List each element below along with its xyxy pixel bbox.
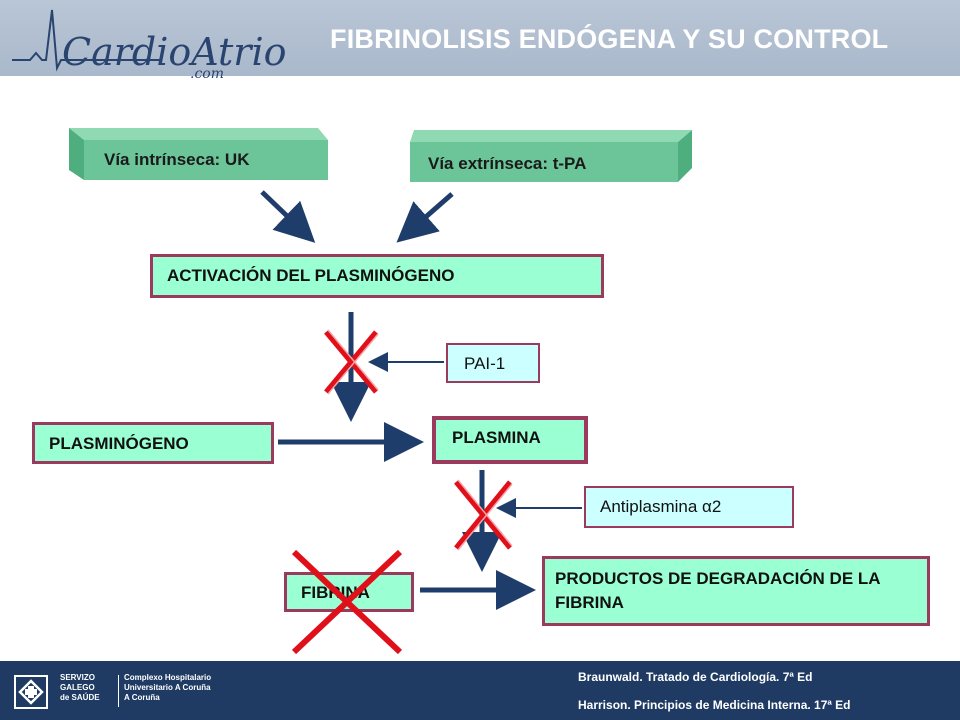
pai1-label: PAI-1 — [464, 354, 506, 373]
sergas-logo: SERVIZO GALEGO de SAÚDE Complexo Hospita… — [14, 673, 244, 713]
page-title: FIBRINOLISIS ENDÓGENA Y SU CONTROL — [330, 24, 889, 54]
hospital-line-3: A Coruña — [124, 693, 160, 702]
reference-harrison: Harrison. Principios de Medicina Interna… — [578, 698, 851, 712]
hospital-line-1: Complexo Hospitalario — [124, 673, 212, 682]
reference-braunwald: Braunwald. Tratado de Cardiología. 7ª Ed — [578, 670, 813, 684]
extrinsic-pathway-label: Vía extrínseca: t-PA — [428, 154, 587, 173]
fibrin-degradation-products-box: PRODUCTOS DE DEGRADACIÓN DE LA FIBRINA — [542, 556, 930, 626]
extrinsic-pathway-slab — [410, 130, 692, 182]
intrinsic-pathway-label: Vía intrínseca: UK — [104, 150, 250, 169]
logo-text: CardioAtrio — [62, 30, 287, 74]
plasminogen-activation-box: ACTIVACIÓN DEL PLASMINÓGENO — [150, 254, 604, 298]
sergas-line-2: GALEGO — [60, 683, 95, 692]
sergas-name: SERVIZO GALEGO de SAÚDE — [60, 673, 110, 703]
fibrin-degradation-cross — [291, 549, 403, 655]
hospital-line-2: Universitario A Coruña — [124, 683, 211, 692]
sergas-line-1: SERVIZO — [60, 673, 95, 682]
pai1-box: PAI-1 — [446, 343, 540, 383]
antiplasmin-label: Antiplasmina α2 — [600, 497, 722, 516]
antiplasmin-box: Antiplasmina α2 — [584, 486, 794, 528]
hospital-name: Complexo Hospitalario Universitario A Co… — [124, 673, 254, 703]
footer-bar — [0, 661, 960, 720]
plasmin-box: PLASMINA — [432, 416, 588, 464]
plasmin-inhibition-cross — [454, 479, 513, 551]
activation-label: ACTIVACIÓN DEL PLASMINÓGENO — [167, 266, 455, 285]
sergas-emblem-icon — [14, 675, 48, 709]
header-bar — [0, 0, 960, 76]
cardioatrio-logo: CardioAtrio .com — [10, 8, 287, 82]
extrinsic-to-activation-arrow — [396, 192, 454, 243]
logo-subtext: .com — [190, 66, 224, 82]
intrinsic-pathway-slab — [69, 128, 328, 180]
ecg-line-icon — [12, 9, 160, 72]
sergas-divider — [118, 675, 119, 707]
intrinsic-to-activation-arrow — [260, 190, 316, 243]
plasminogen-label: PLASMINÓGENO — [49, 434, 189, 453]
products-label: PRODUCTOS DE DEGRADACIÓN DE LA FIBRINA — [555, 569, 880, 612]
sergas-line-3: de SAÚDE — [60, 693, 100, 702]
plasmin-label: PLASMINA — [452, 428, 541, 447]
activation-inhibition-cross — [324, 329, 379, 395]
plasminogen-box: PLASMINÓGENO — [32, 422, 274, 464]
